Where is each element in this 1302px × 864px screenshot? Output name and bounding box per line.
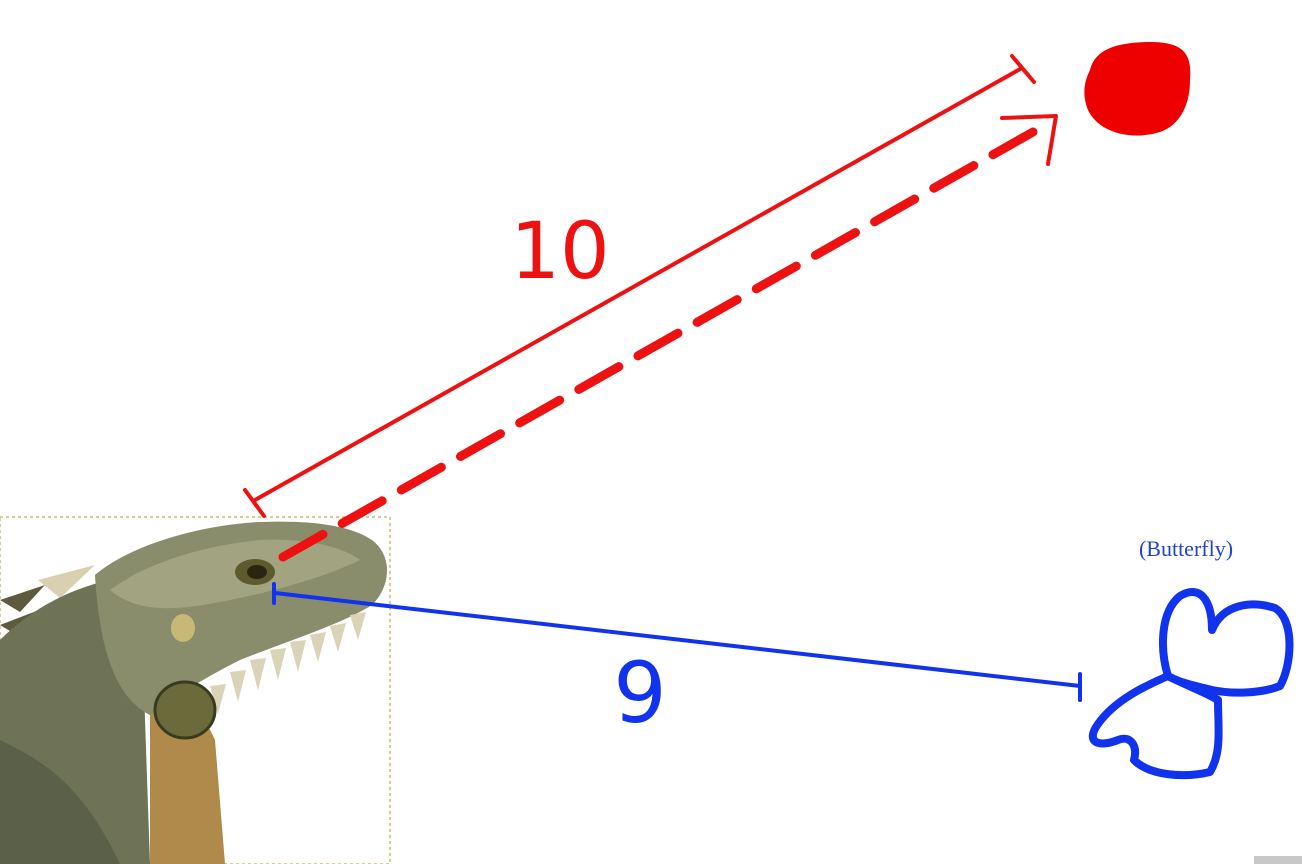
corner-indicator	[1254, 856, 1302, 864]
blue-distance-line	[272, 582, 1082, 702]
red-dashed-arrow	[278, 114, 1058, 562]
blue-distance-label: 9	[613, 644, 666, 742]
iguana-image[interactable]	[0, 516, 391, 864]
image-selection-border	[0, 516, 391, 864]
butterfly-upper-wing	[1159, 588, 1294, 697]
iguana-head-highlight	[110, 539, 360, 609]
butterfly-caption: (Butterfly)	[1139, 536, 1233, 561]
red-distance-line	[243, 54, 1036, 518]
red-dot	[1084, 42, 1191, 136]
iguana-jaw-scales	[210, 612, 366, 714]
red-line-start-tick	[243, 488, 266, 518]
butterfly-lower-wing	[1088, 672, 1223, 780]
iguana-cheek-scale	[153, 680, 217, 740]
butterfly-doodle	[1088, 588, 1294, 780]
red-distance-label: 10	[510, 207, 609, 297]
red-arrow-head	[1000, 114, 1058, 166]
iguana-dewlap	[150, 696, 225, 864]
red-line-end-tick	[1010, 54, 1036, 84]
